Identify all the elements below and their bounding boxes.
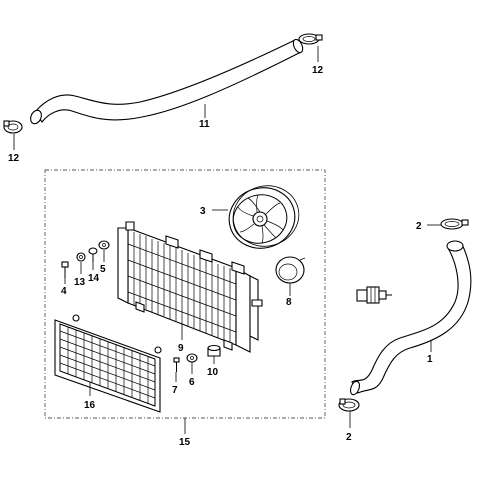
hose-clamp-2-top[interactable] <box>440 218 469 230</box>
radiator-guard-16[interactable] <box>54 314 162 413</box>
label-1: 1 <box>427 354 433 365</box>
radiator-core-fins <box>127 232 237 343</box>
grommet-10[interactable] <box>207 344 221 357</box>
label-11: 11 <box>199 119 210 130</box>
label-13: 13 <box>74 277 86 288</box>
hose-clamp-12-left[interactable] <box>3 120 23 134</box>
label-2-bottom: 2 <box>346 432 352 443</box>
label-2-top: 2 <box>416 221 422 232</box>
label-15: 15 <box>179 437 191 448</box>
label-9: 9 <box>178 343 184 354</box>
washer-6[interactable] <box>186 353 198 363</box>
assembly-box-15 <box>44 169 326 419</box>
label-8: 8 <box>286 297 292 308</box>
label-6: 6 <box>189 377 195 388</box>
label-7: 7 <box>172 385 178 396</box>
label-4: 4 <box>61 286 67 297</box>
label-12-left: 12 <box>8 153 20 164</box>
bolt-7[interactable] <box>173 357 180 372</box>
label-10: 10 <box>207 367 219 378</box>
washer-14[interactable] <box>88 247 98 262</box>
upper-hose-11[interactable] <box>29 38 305 125</box>
lower-hose-1[interactable] <box>349 240 472 396</box>
nut-13[interactable] <box>76 252 86 262</box>
fan-blades <box>237 194 284 244</box>
hose-clamp-2-bottom[interactable] <box>338 398 360 412</box>
bolt-4[interactable] <box>61 261 69 278</box>
guard-mesh <box>59 327 156 404</box>
bolt-5[interactable] <box>98 240 110 250</box>
radiator-cap-8[interactable] <box>275 256 306 284</box>
hose-clamp-12-right[interactable] <box>298 33 323 45</box>
label-14: 14 <box>88 273 100 284</box>
radiator-9[interactable] <box>117 221 263 353</box>
cooling-fan-3[interactable] <box>222 178 305 255</box>
label-5: 5 <box>100 264 106 275</box>
label-3: 3 <box>200 206 206 217</box>
label-16: 16 <box>84 400 96 411</box>
temperature-sensor[interactable] <box>356 286 392 304</box>
label-12-right: 12 <box>312 65 324 76</box>
